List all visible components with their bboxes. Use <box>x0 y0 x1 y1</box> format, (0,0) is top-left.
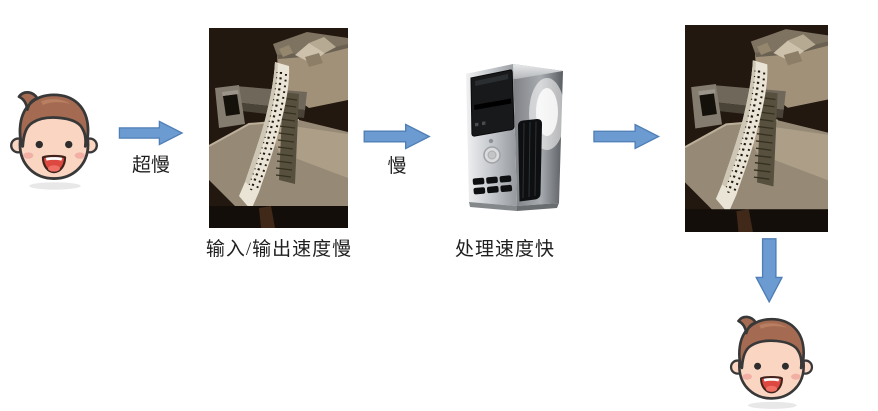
arrow-down-icon <box>755 238 783 303</box>
processor-caption: 处理速度快 <box>454 239 555 260</box>
arrow-1-label: 超慢 <box>131 155 170 176</box>
arrow-right-icon <box>118 120 184 146</box>
arrow-2-label: 慢 <box>387 156 407 177</box>
io-device-caption: 输入/输出速度慢 <box>205 239 353 260</box>
arrow-right-icon <box>362 123 432 150</box>
computer-tower-photo <box>451 56 571 214</box>
person-right <box>728 311 815 411</box>
punched-paper-tape-photo-icon <box>685 25 828 232</box>
io-device-photo-output <box>685 25 828 232</box>
punched-paper-tape-photo-icon <box>209 28 348 228</box>
arrow-1 <box>118 120 184 146</box>
boy-face-icon <box>8 86 100 192</box>
io-device-photo-input <box>209 28 348 228</box>
arrow-2 <box>362 123 432 150</box>
arrow-3 <box>593 123 660 150</box>
arrow-4 <box>755 238 783 303</box>
desktop-tower-icon <box>466 64 565 211</box>
person-left <box>8 86 100 192</box>
arrow-right-icon <box>593 123 660 150</box>
boy-face-icon <box>728 311 815 411</box>
